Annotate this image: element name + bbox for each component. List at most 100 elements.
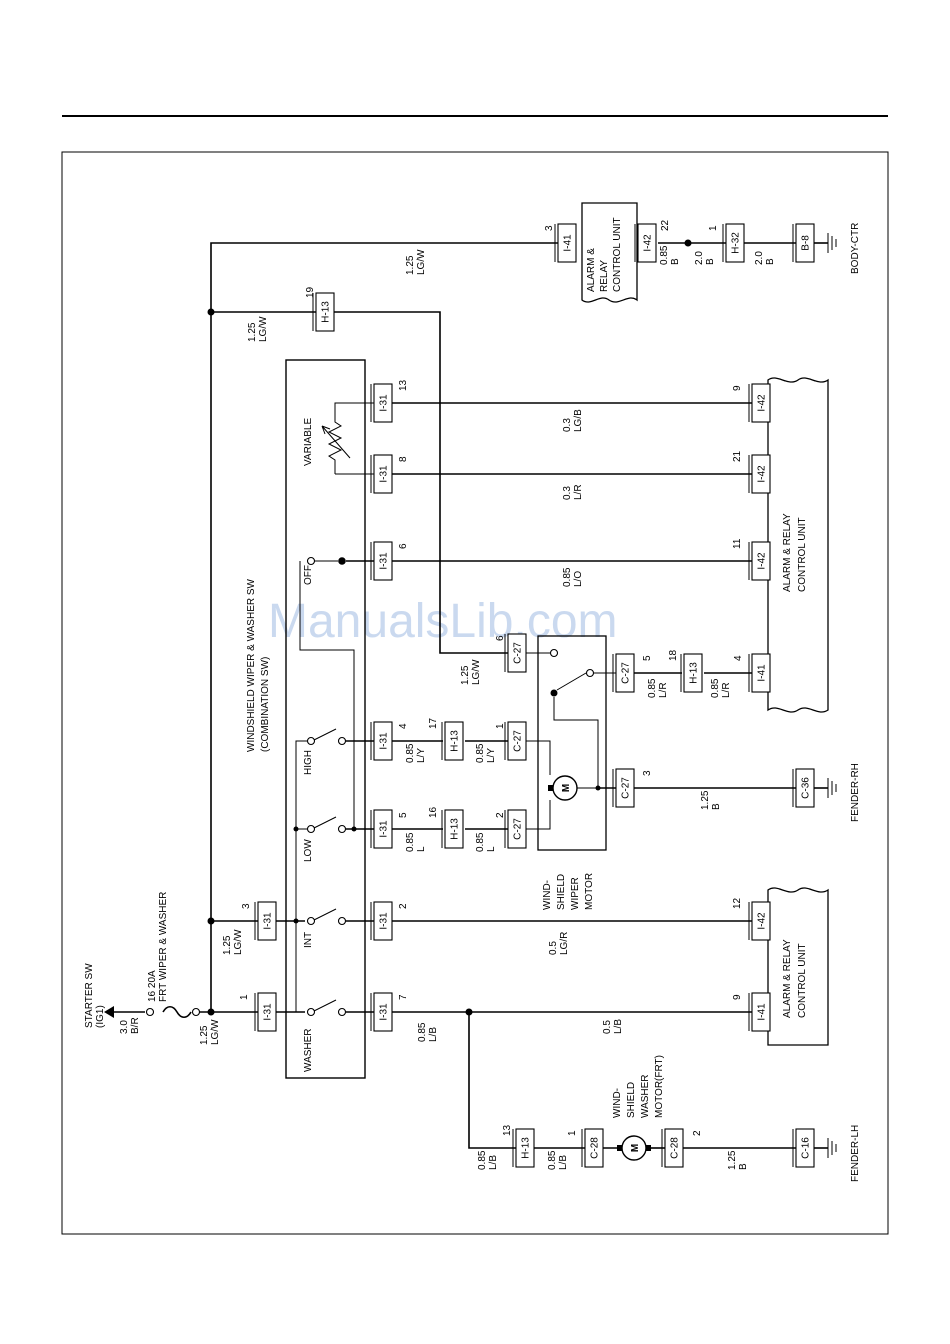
autostop-arm — [556, 672, 587, 691]
svg-text:C-27: C-27 — [621, 662, 632, 684]
pin-p4: 4 — [398, 723, 409, 729]
pin-ph18: 18 — [668, 649, 679, 661]
alarm-unit-top — [581, 202, 638, 303]
wire-b-085-label: 0.85B — [659, 245, 681, 265]
wire-motor-high — [526, 740, 551, 775]
wire-autostop-ground — [553, 697, 599, 788]
fuse-terminal-b — [191, 1007, 201, 1017]
wire-b-20a-label: 2.0B — [694, 251, 716, 265]
svg-text:I-31: I-31 — [379, 732, 390, 750]
wire-b-rh-label: 1.25B — [700, 790, 722, 810]
svg-text:I-31: I-31 — [263, 1003, 274, 1021]
svg-text:H-13: H-13 — [689, 662, 700, 684]
svg-text:C-36: C-36 — [801, 777, 812, 799]
pin-pc28a: 1 — [567, 1130, 578, 1136]
wire-lgw-main-label: 1.25LG/W — [199, 1019, 221, 1045]
connector-i31-1: I-31 — [254, 992, 277, 1032]
svg-text:C-16: C-16 — [801, 1137, 812, 1159]
wire-l-low1-label: 0.85L — [405, 832, 427, 852]
connector-i31-3: I-31 — [254, 901, 277, 941]
connector-c27-3: C-27 — [612, 768, 635, 808]
pin-pi4: 4 — [733, 655, 744, 661]
connector-i31-2: I-31 — [370, 901, 393, 941]
pin-p17: 17 — [428, 717, 439, 729]
svg-text:I-42: I-42 — [757, 912, 768, 930]
svg-text:I-31: I-31 — [379, 465, 390, 483]
pin-p2: 2 — [398, 903, 409, 909]
variable-arrow — [321, 425, 351, 459]
wire-internal-bus — [295, 740, 310, 1012]
alarm-unit-bottom — [767, 887, 829, 1046]
ground-symbol-body-ctr — [827, 233, 837, 253]
junction-ground-top — [684, 239, 692, 247]
autostop-contact-a — [549, 648, 559, 658]
pin-pc5: 5 — [642, 655, 653, 661]
wire-h13-c27 — [334, 311, 508, 654]
ground-body-ctr: BODY-CTR — [850, 223, 861, 274]
wire-lgw-bus — [210, 242, 558, 1012]
label-layer: STARTER SW(IG1)3.0B/R16 20AFRT WIPER & W… — [84, 217, 861, 1182]
svg-text:I-41: I-41 — [757, 664, 768, 682]
fuse-terminal-a — [145, 1007, 155, 1017]
ground-fender-rh: FENDER-RH — [850, 763, 861, 822]
pin-p8: 8 — [398, 456, 409, 462]
wire-off-link — [299, 561, 355, 829]
svg-text:I-31: I-31 — [379, 394, 390, 412]
pin-p3: 3 — [241, 903, 252, 909]
svg-text:H-13: H-13 — [450, 818, 461, 840]
connector-c28-1: C-28 — [581, 1128, 604, 1168]
connector-h13-17: H-13 — [441, 721, 464, 761]
wire-lgr-label: 0.5LG/R — [548, 932, 570, 955]
wire-lgb-label: 0.3LG/B — [562, 409, 584, 432]
connector-i41-3: I-41 — [554, 223, 577, 263]
svg-text:I-42: I-42 — [757, 465, 768, 483]
connector-h32-1: H-32 — [722, 223, 745, 263]
junction-bus-312 — [207, 308, 215, 316]
pos-washer: WASHER — [303, 1028, 314, 1072]
connector-i31-13: I-31 — [370, 383, 393, 423]
connector-i42-11: I-42 — [748, 541, 771, 581]
pin-pi12: 12 — [732, 897, 743, 909]
pin-p16: 16 — [428, 806, 439, 818]
wire-lr-var-label: 0.3L/R — [562, 484, 584, 500]
watermark: ManualsLib.com — [268, 595, 618, 648]
connector-c27-5: C-27 — [612, 653, 635, 693]
wire-l-low2-label: 0.85L — [475, 832, 497, 852]
ground-fender-lh: FENDER-LH — [850, 1125, 861, 1182]
pin-p1: 1 — [239, 994, 250, 1000]
wire-lgw-c27-label: 1.25LG/W — [460, 659, 482, 685]
pin-pc6: 6 — [495, 635, 506, 641]
connector-i31-4: I-31 — [370, 721, 393, 761]
pin-pi9: 9 — [732, 385, 743, 391]
wire-lgw-top-label: 1.25LG/W — [405, 249, 427, 275]
connector-c27-2: C-27 — [504, 809, 527, 849]
wire-lb-h13a-label: 0.85L/B — [477, 1150, 499, 1170]
washer-motor-letter: M — [630, 1144, 641, 1152]
pos-off: OFF — [303, 565, 314, 585]
svg-text:I-31: I-31 — [379, 912, 390, 930]
junction-sw-829 — [293, 826, 299, 832]
wiper-motor-brush — [548, 785, 553, 791]
connector-h13-18: H-13 — [680, 653, 703, 693]
pin-p13: 13 — [398, 379, 409, 391]
pin-p19: 19 — [305, 286, 316, 298]
svg-text:H-13: H-13 — [450, 730, 461, 752]
connector-i31-6: I-31 — [370, 541, 393, 581]
connector-c36: C-36 — [792, 768, 815, 808]
connector-c28-2: C-28 — [661, 1128, 684, 1168]
pin-pc28b: 2 — [692, 1130, 703, 1136]
connector-h13-13: H-13 — [512, 1128, 535, 1168]
svg-text:C-27: C-27 — [621, 777, 632, 799]
junction-bus-921 — [207, 917, 215, 925]
pin-pa22: 22 — [660, 219, 671, 231]
connector-i42-9: I-42 — [748, 383, 771, 423]
svg-text:C-28: C-28 — [590, 1137, 601, 1159]
connector-i31-7: I-31 — [370, 992, 393, 1032]
svg-text:I-31: I-31 — [263, 912, 274, 930]
connector-i31-8: I-31 — [370, 454, 393, 494]
connector-i42-22: I-42 — [634, 223, 657, 263]
autostop-contact-b — [550, 689, 558, 697]
connector-i41-4: I-41 — [748, 653, 771, 693]
